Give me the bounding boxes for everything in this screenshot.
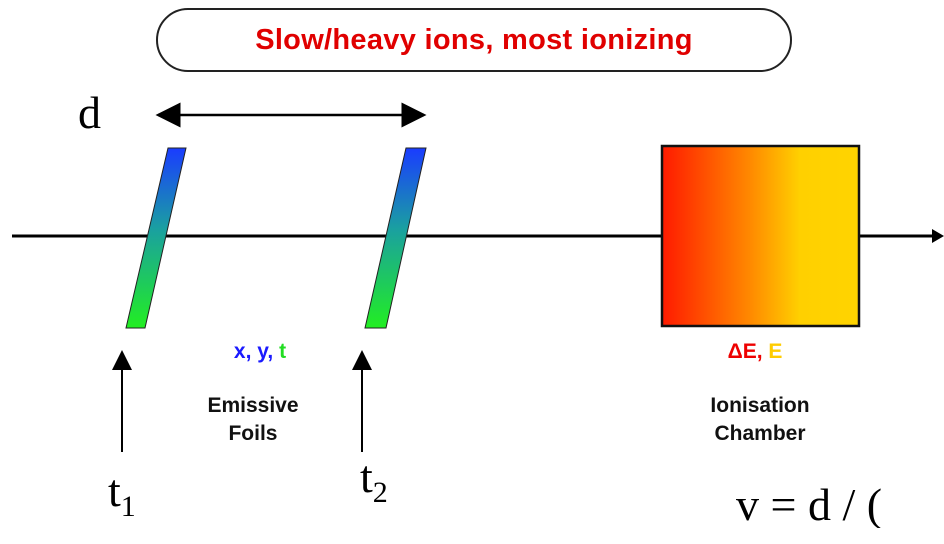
t2-base: t <box>360 451 373 502</box>
velocity-formula: v = d / ( <box>736 482 883 528</box>
beam-arrow-head <box>932 229 944 243</box>
ion-type-banner-text: Slow/heavy ions, most ionizing <box>255 23 693 56</box>
ionisation-chamber-box <box>660 144 861 328</box>
energy-total: E <box>768 340 783 363</box>
chamber-label-line2: Chamber <box>714 422 806 445</box>
chamber-label: Ionisation Chamber <box>670 392 850 448</box>
coord-t: t <box>279 340 287 363</box>
ion-type-banner: Slow/heavy ions, most ionizing <box>156 8 792 72</box>
t2-sub: 2 <box>372 476 388 510</box>
t1-sub: 1 <box>120 490 136 524</box>
energy-loss: ΔE, <box>727 340 763 363</box>
foils-label: Emissive Foils <box>168 392 338 448</box>
t1-label: t1 <box>108 468 136 522</box>
t1-base: t <box>108 465 121 516</box>
foil-1 <box>125 147 187 329</box>
foil-coordinates: x, y, t <box>200 340 320 364</box>
coord-y: y, <box>257 340 274 363</box>
foils-label-line2: Foils <box>228 422 278 445</box>
foil-2 <box>364 147 427 329</box>
chamber-label-line1: Ionisation <box>710 394 810 417</box>
t2-label: t2 <box>360 454 388 508</box>
chamber-energy: ΔE, E <box>690 340 820 364</box>
distance-label: d <box>78 87 101 138</box>
foils-label-line1: Emissive <box>207 394 299 417</box>
coord-x: x, <box>233 340 252 363</box>
